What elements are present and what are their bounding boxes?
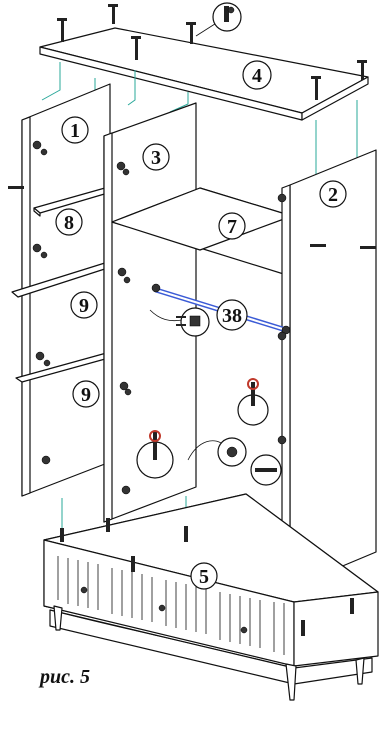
- svg-text:8: 8: [64, 212, 74, 234]
- svg-text:38: 38: [222, 305, 242, 327]
- top-panel: [39, 27, 369, 121]
- part-label-3: 3: [142, 143, 170, 171]
- base-dowels: [60, 518, 354, 636]
- part-label-7: 7: [218, 212, 246, 240]
- left-shelves: [11, 185, 119, 383]
- base-legs: [53, 605, 365, 701]
- part-label-2: 2: [319, 180, 347, 208]
- svg-text:9: 9: [79, 295, 89, 317]
- figure-caption: рис. 5: [38, 666, 90, 688]
- hinge-callouts: [136, 378, 282, 486]
- svg-text:4: 4: [252, 65, 262, 87]
- base-drawer-front: [49, 556, 295, 669]
- svg-text:3: 3: [151, 147, 161, 169]
- svg-text:1: 1: [70, 120, 80, 142]
- svg-text:9: 9: [81, 384, 91, 406]
- svg-text:2: 2: [328, 184, 338, 206]
- part-label-38: 38: [216, 299, 248, 331]
- part-label-4: 4: [242, 60, 272, 90]
- svg-text:7: 7: [227, 216, 237, 238]
- top-screws: [57, 4, 367, 100]
- part-label-9-lower: 9: [72, 380, 100, 408]
- part-label-9-upper: 9: [70, 291, 98, 319]
- svg-text:5: 5: [199, 566, 209, 588]
- part-label-5: 5: [190, 562, 218, 590]
- rod-bracket-callout: [149, 307, 210, 337]
- part-label-1: 1: [61, 116, 89, 144]
- top-fitting-callout: [195, 2, 242, 37]
- part-label-8: 8: [55, 208, 83, 236]
- right-side-panel: [281, 149, 377, 592]
